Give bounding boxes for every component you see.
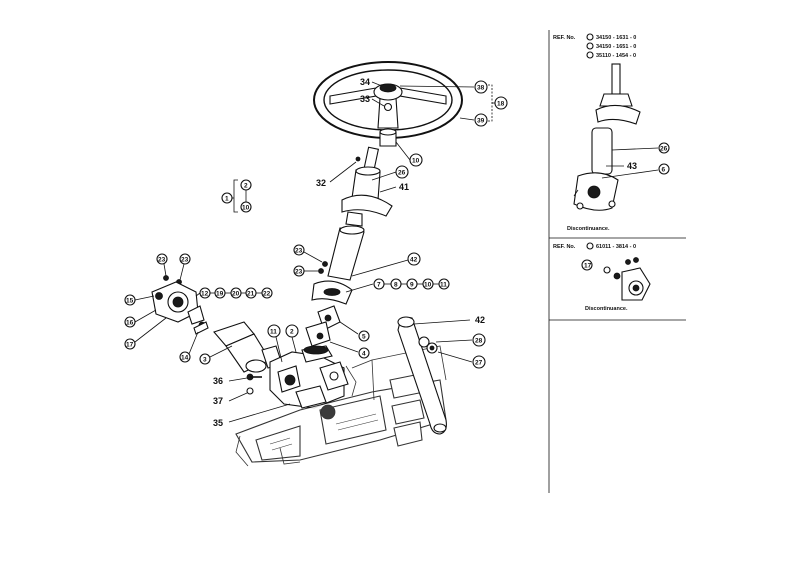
callout-18: 18	[497, 101, 505, 108]
column-tube	[327, 227, 365, 281]
ref-line-3: 35110 - 1454 - 0	[596, 53, 636, 59]
ref-line-2: 34150 - 1651 - 0	[596, 44, 636, 50]
callout-38: 38	[477, 85, 485, 92]
universal-joint	[305, 305, 341, 347]
callout-26: 26	[660, 146, 668, 153]
callout-11: 11	[440, 282, 447, 289]
callout-2: 2	[244, 183, 248, 190]
ref-note-1: Discontinuance.	[567, 226, 610, 232]
steering-column	[311, 146, 393, 305]
svg-text:17: 17	[584, 263, 592, 270]
washer	[383, 102, 393, 112]
callout-35: 35	[213, 418, 223, 428]
callout-27: 27	[475, 360, 483, 367]
callout-4: 4	[362, 351, 366, 358]
callout-33: 33	[360, 94, 370, 104]
callout-43: 43	[627, 161, 637, 171]
drag-link-arm	[397, 316, 447, 435]
bushing	[418, 336, 430, 348]
callout-39: 39	[477, 118, 485, 125]
bearing-housing	[151, 281, 205, 325]
ref-box-bearing: REF. No. 61011 - 3814 - 0 17 Discontinua…	[553, 242, 651, 312]
ref-line-1: 34150 - 1631 - 0	[596, 35, 636, 41]
callout-23: 23	[295, 248, 303, 255]
callout-5: 5	[362, 334, 366, 341]
callout-8: 8	[394, 282, 398, 289]
steering-wheel	[313, 61, 463, 139]
ref-header-2: REF. No.	[553, 244, 576, 250]
callout-28: 28	[475, 338, 483, 345]
callout-10: 10	[412, 158, 420, 165]
tractor-frame	[235, 345, 447, 467]
callout-1: 1	[225, 196, 229, 203]
steering-gearbox	[269, 345, 349, 409]
callout-41: 41	[399, 182, 409, 192]
callout-23: 23	[295, 269, 303, 276]
callout-42: 42	[410, 257, 418, 264]
callout-23: 23	[181, 257, 189, 264]
callout-42: 42	[475, 315, 485, 325]
callout-19: 19	[216, 291, 224, 298]
reference-panel: REF. No. 34150 - 1631 - 0 34150 - 1651 -…	[548, 30, 686, 493]
callout-14: 14	[181, 355, 189, 362]
callout-21: 21	[247, 291, 255, 298]
callout-10: 10	[424, 282, 432, 289]
ref-column-drawing	[573, 63, 641, 211]
ref-circle-marker	[586, 42, 594, 50]
callout-20: 20	[232, 291, 240, 298]
callout-7: 7	[377, 282, 381, 289]
ref-box-steering-shaft: REF. No. 34150 - 1631 - 0 34150 - 1651 -…	[553, 33, 670, 232]
column-flange	[341, 194, 393, 217]
ref-note-2: Discontinuance.	[585, 306, 628, 312]
ref-circle-marker	[586, 33, 594, 41]
ref-line-4: 61011 - 3814 - 0	[596, 244, 636, 250]
callout-26: 26	[398, 170, 406, 177]
callout-32: 32	[316, 178, 326, 188]
horn-cap	[379, 83, 397, 93]
callout-11: 11	[270, 329, 277, 336]
callout-23: 23	[158, 257, 166, 264]
callout-22: 22	[263, 291, 271, 298]
callout-9: 9	[410, 282, 414, 289]
ref-header: REF. No.	[553, 35, 576, 41]
ref-circle-marker	[586, 51, 594, 59]
ref-circle-marker	[586, 242, 594, 250]
callout-15: 15	[126, 298, 134, 305]
callout-6: 6	[662, 167, 666, 174]
callout-3: 3	[203, 357, 207, 364]
callout-17: 17	[126, 342, 134, 349]
callout-34: 34	[360, 77, 370, 87]
ref-column-tube	[591, 127, 613, 175]
callout-12: 12	[201, 291, 209, 298]
callout-36: 36	[213, 376, 223, 386]
sector-shaft	[213, 321, 283, 373]
callout-37: 37	[213, 396, 223, 406]
callout-16: 16	[126, 320, 134, 327]
callout-2: 2	[290, 329, 294, 336]
callout-10: 10	[242, 205, 250, 212]
